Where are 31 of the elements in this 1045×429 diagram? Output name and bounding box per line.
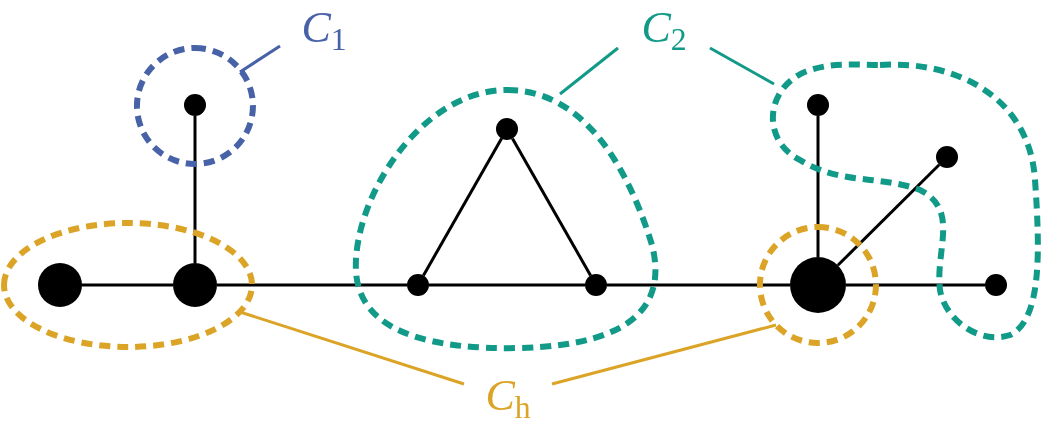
leader-line xyxy=(551,323,777,386)
graph-vertex xyxy=(985,274,1007,296)
dashed-cluster-outline xyxy=(135,46,255,166)
graph-edge xyxy=(193,116,197,263)
graph-vertex xyxy=(807,94,829,116)
cluster-label: C$_{h}$ xyxy=(468,374,548,426)
graph-vertex xyxy=(496,118,518,140)
graph-edge xyxy=(429,283,585,287)
leader-line xyxy=(559,46,619,96)
dashed-cluster-outline xyxy=(0,219,256,351)
graph-vertex xyxy=(936,146,958,168)
graph-edge xyxy=(511,137,592,277)
graph-vertex xyxy=(173,263,217,307)
graph-edge xyxy=(816,116,820,257)
graph-edge xyxy=(607,283,790,287)
graph-edge xyxy=(82,283,173,287)
graph-vertex xyxy=(790,257,846,313)
leader-line xyxy=(239,310,465,386)
graph-vertex xyxy=(184,94,206,116)
graph-edge xyxy=(217,283,407,287)
graph-vertex xyxy=(38,263,82,307)
graph-vertex xyxy=(407,274,429,296)
leader-line xyxy=(239,44,281,74)
leader-line xyxy=(709,46,775,86)
dashed-cluster-outline xyxy=(756,223,880,347)
graph-vertex xyxy=(585,274,607,296)
graph-edge xyxy=(846,283,985,287)
graph-edge xyxy=(422,137,503,277)
cluster-label: C$_{2}$ xyxy=(622,6,706,58)
cluster-label: C$_{1}$ xyxy=(284,6,364,56)
graph-edge xyxy=(836,163,941,267)
